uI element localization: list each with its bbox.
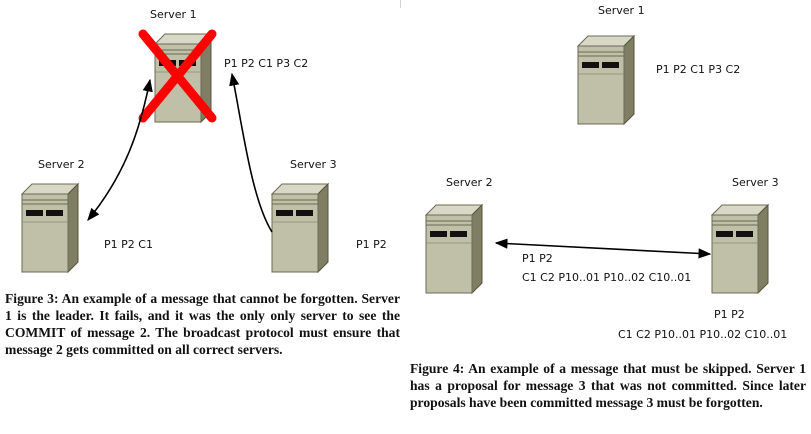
fig4-server2-icon bbox=[425, 204, 483, 294]
fig4-server1-name: Server 1 bbox=[598, 4, 645, 17]
fig4-server3-log2: C1 C2 P10..01 P10..02 C10..01 bbox=[618, 328, 787, 341]
fail-x-icon bbox=[138, 29, 217, 123]
fig4-server1-icon bbox=[577, 35, 635, 125]
fig3-server3-icon bbox=[271, 183, 329, 273]
fig4-server2-log: P1 P2 bbox=[522, 252, 553, 265]
fig3-server1-name: Server 1 bbox=[150, 8, 197, 21]
column-divider bbox=[400, 0, 401, 8]
fig3-server3-log: P1 P2 bbox=[356, 238, 387, 251]
figure4-diagram: Server 1 P1 P2 C1 P3 C2 Server 2 P1 P2 C… bbox=[425, 4, 787, 341]
fig4-server1-log: P1 P2 C1 P3 C2 bbox=[656, 63, 740, 76]
fig4-arrow-s2-s3 bbox=[494, 238, 712, 259]
fig4-server3-icon bbox=[711, 204, 769, 294]
fig4-server2-log2: C1 C2 P10..01 P10..02 C10..01 bbox=[522, 271, 691, 284]
fig4-server3-name: Server 3 bbox=[732, 176, 779, 189]
fig3-server1-log: P1 P2 C1 P3 C2 bbox=[224, 57, 308, 70]
figure3-caption: Figure 3: An example of a message that c… bbox=[5, 291, 400, 357]
figure4-caption: Figure 4: An example of a message that m… bbox=[410, 361, 806, 410]
figure3-diagram: Server 1 P1 P2 C1 P3 C2 Server 2 P1 P2 C… bbox=[21, 8, 387, 273]
fig3-server2-icon bbox=[21, 183, 79, 273]
fig3-server3-name: Server 3 bbox=[290, 158, 337, 171]
fig4-server3-log: P1 P2 bbox=[714, 308, 745, 321]
fig3-server2-log: P1 P2 C1 bbox=[104, 238, 153, 251]
fig3-server2-name: Server 2 bbox=[38, 158, 85, 171]
fig3-arrow-s3-s1 bbox=[229, 72, 273, 233]
fig4-server2-name: Server 2 bbox=[446, 176, 493, 189]
fig3-arrow-s2-s1 bbox=[87, 78, 153, 221]
